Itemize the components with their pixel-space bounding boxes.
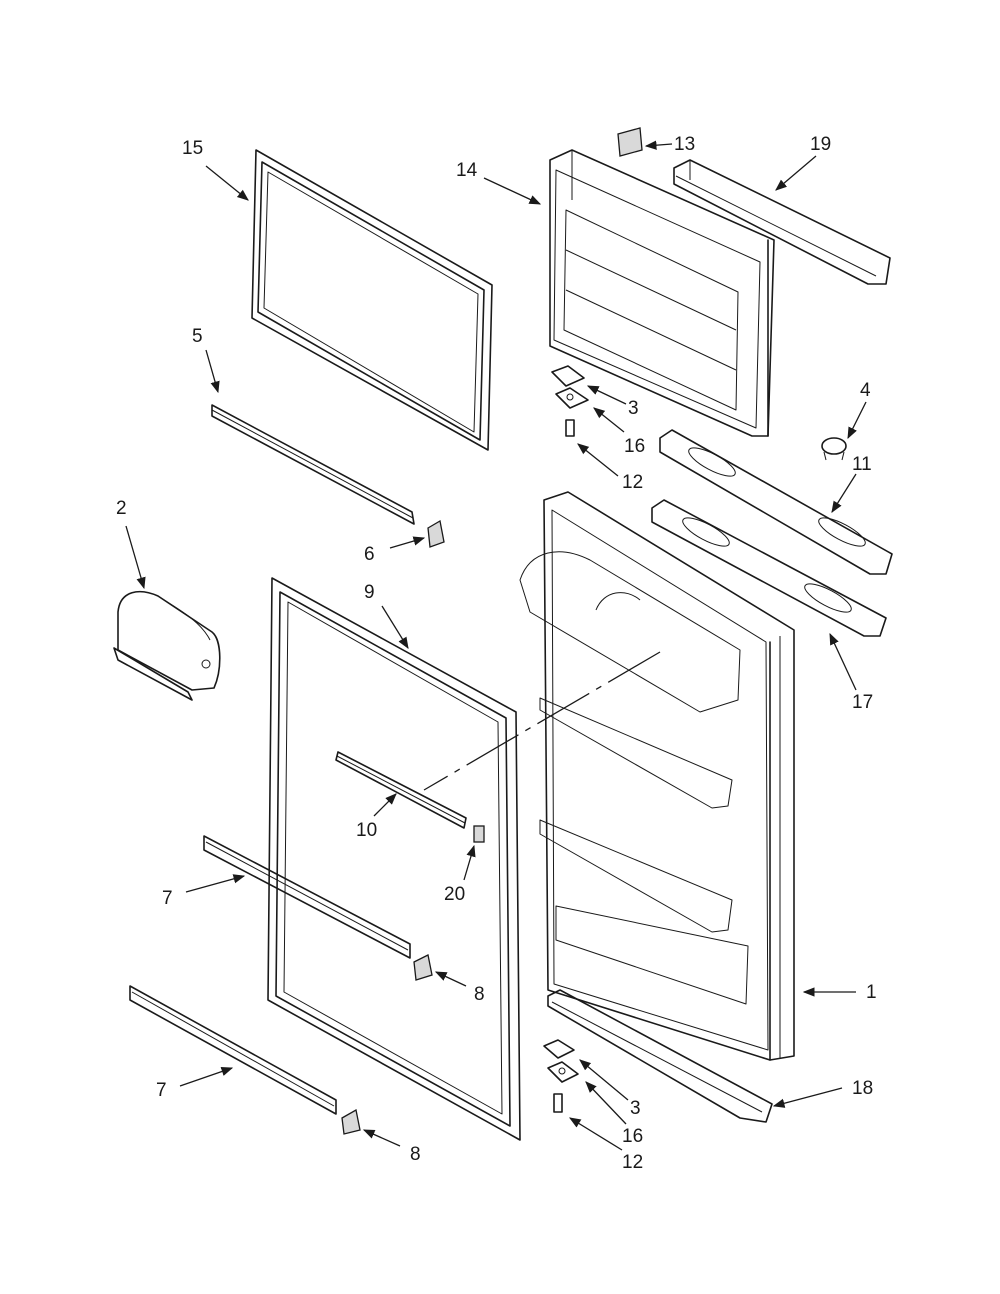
callout-3-upper: 3 <box>628 398 639 419</box>
fresh-food-door-gasket <box>267 577 521 1141</box>
rail-end-cap-8-lower <box>341 1108 361 1135</box>
butter-compartment <box>113 590 221 701</box>
callout-5: 5 <box>192 326 203 347</box>
callout-14: 14 <box>456 160 478 181</box>
fresh-food-door <box>519 491 795 1061</box>
callout-9: 9 <box>364 582 375 603</box>
callout-8-lower: 8 <box>410 1144 421 1165</box>
rail-end-cap-8-upper <box>413 954 433 981</box>
callout-1: 1 <box>866 982 877 1003</box>
callout-7-lower: 7 <box>156 1080 167 1101</box>
alignment-line <box>423 651 661 791</box>
fresh-food-handle <box>651 499 887 637</box>
plug-button <box>821 437 847 461</box>
freezer-label <box>617 127 643 157</box>
callout-10: 10 <box>356 820 377 841</box>
callout-labels: 1 2 3 3 4 5 6 7 7 8 8 9 10 11 12 12 13 1… <box>116 134 877 1173</box>
callout-3-lower: 3 <box>630 1098 641 1119</box>
rail-clip-20 <box>473 825 485 843</box>
callout-2: 2 <box>116 498 127 519</box>
callout-18: 18 <box>852 1078 873 1099</box>
lower-hinge-hardware <box>543 1039 579 1113</box>
freezer-door-trim <box>673 159 891 285</box>
callout-16-upper: 16 <box>624 436 645 457</box>
callout-12-lower: 12 <box>622 1152 643 1173</box>
callout-17: 17 <box>852 692 873 713</box>
callout-16-lower: 16 <box>622 1126 643 1147</box>
dairy-rail <box>335 751 467 829</box>
callout-15: 15 <box>182 138 203 159</box>
callout-4: 4 <box>860 380 871 401</box>
callout-19: 19 <box>810 134 831 155</box>
rail-end-cap-6 <box>427 519 445 548</box>
leader-lines <box>125 140 867 1151</box>
freezer-door <box>549 149 775 437</box>
callout-6: 6 <box>364 544 375 565</box>
callout-12-upper: 12 <box>622 472 643 493</box>
freezer-shelf-rail <box>211 404 415 525</box>
callout-7-upper: 7 <box>162 888 173 909</box>
door-shelf-rail-lower <box>129 985 337 1115</box>
callout-13: 13 <box>674 134 695 155</box>
door-shelf-rail-upper <box>203 835 411 959</box>
freezer-handle <box>659 429 893 575</box>
upper-hinge-hardware <box>551 365 589 437</box>
callout-11: 11 <box>852 454 872 475</box>
callout-8-upper: 8 <box>474 984 485 1005</box>
callout-20: 20 <box>444 884 465 905</box>
freezer-door-gasket <box>251 149 493 451</box>
door-bottom-trim <box>547 989 773 1123</box>
